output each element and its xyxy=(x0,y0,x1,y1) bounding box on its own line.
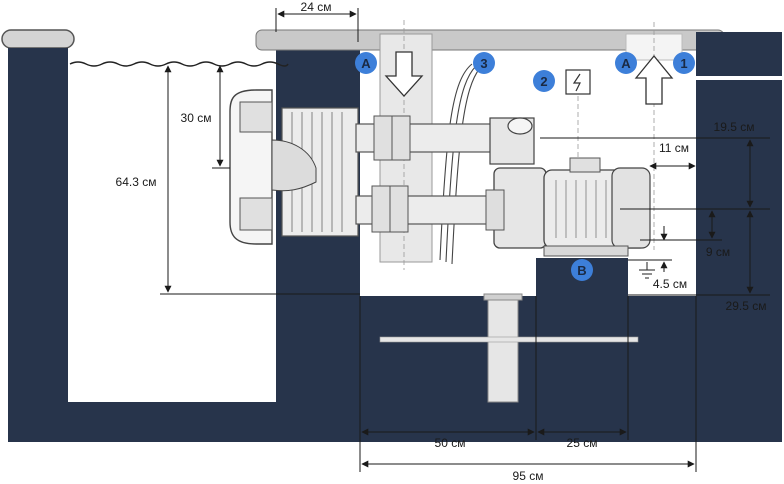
pump-unit xyxy=(485,117,655,279)
dim-motor-top: 19.5 см xyxy=(714,120,755,134)
pool-wall-with-skimmer xyxy=(276,48,360,442)
dim-top-width: 24 см xyxy=(301,0,332,14)
svg-text:A: A xyxy=(361,56,371,71)
floor-pipe xyxy=(379,336,639,343)
dim-bottom-mid: 25 см xyxy=(567,436,598,450)
dim-pool-depth: 64.3 см xyxy=(116,175,157,189)
dim-water-depth: 30 см xyxy=(181,111,212,125)
skimmer-assembly xyxy=(229,89,497,245)
vent-opening xyxy=(696,76,782,80)
arrow-up-icon xyxy=(634,54,674,105)
dim-motor-side: 11 см xyxy=(659,141,689,155)
water-surface xyxy=(69,61,289,67)
marker-3: 3 xyxy=(473,52,495,74)
svg-text:2: 2 xyxy=(540,74,547,89)
marker-2: 2 xyxy=(533,70,555,92)
electric-bolt-icon xyxy=(565,69,591,95)
dimension-labels: 24 см 30 см 64.3 см 19.5 см 11 см 9 см 4… xyxy=(116,0,767,483)
markers: A 3 2 A 1 B xyxy=(355,52,695,281)
pool-left-wall xyxy=(8,48,68,442)
svg-text:A: A xyxy=(621,56,631,71)
room-floor xyxy=(360,296,698,442)
svg-text:3: 3 xyxy=(480,56,487,71)
dim-motor-axis: 9 см xyxy=(706,245,730,259)
dim-bottom-total: 95 см xyxy=(513,469,544,483)
dim-bottom-left: 50 см xyxy=(435,436,466,450)
marker-a-left: A xyxy=(355,52,377,74)
marker-a-right: A xyxy=(615,52,637,74)
dim-base-height: 29.5 см xyxy=(726,299,767,313)
arrow-down-icon xyxy=(384,51,424,97)
svg-text:1: 1 xyxy=(680,56,687,71)
drain-pipe xyxy=(487,297,519,403)
electric-cables xyxy=(439,63,481,265)
marker-b: B xyxy=(571,259,593,281)
dim-base-offset: 4.5 см xyxy=(653,277,687,291)
ground-icon xyxy=(639,262,655,279)
room-right-wall xyxy=(696,32,782,442)
marker-1: 1 xyxy=(673,52,695,74)
svg-text:B: B xyxy=(577,263,586,278)
pool-coping xyxy=(1,29,75,49)
drain-flange xyxy=(483,293,523,301)
dimension-lines xyxy=(160,8,770,472)
